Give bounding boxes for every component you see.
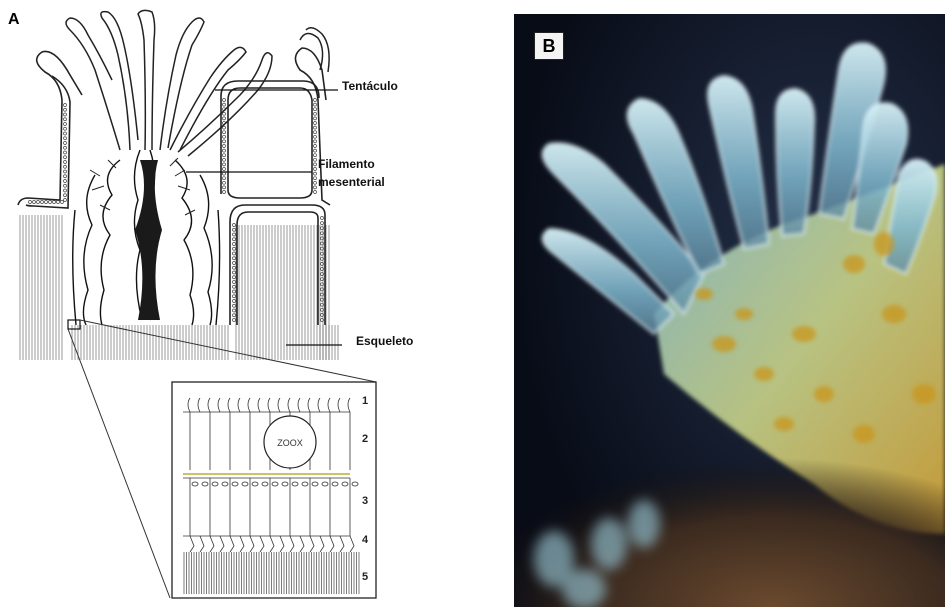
panel-b-photo: B	[514, 14, 945, 607]
zoox-label: ZOOX	[277, 438, 303, 448]
label-esqueleto: Esqueleto	[356, 334, 413, 348]
panel-a-diagram: A	[0, 0, 470, 607]
label-mesenterial: mesenterial	[318, 175, 385, 189]
layer-number-3: 3	[362, 495, 368, 507]
skeleton-hatching	[20, 215, 338, 360]
tentacles	[66, 10, 329, 156]
layer-number-4: 4	[362, 534, 369, 546]
label-filamento: Filamento	[318, 157, 375, 171]
tissue-inset: ZOOX 1 2 3 4 5	[172, 382, 376, 598]
layer-number-2: 2	[362, 433, 368, 445]
panel-b-label: B	[534, 32, 564, 60]
zoom-connector-left	[68, 329, 170, 598]
layer-number-1: 1	[362, 395, 368, 407]
pharynx-dark-core	[135, 160, 162, 320]
panel-a-label: A	[8, 11, 20, 28]
polyp-photograph	[514, 14, 945, 607]
coral-polyp-diagram: A	[0, 0, 470, 607]
label-tentaculo: Tentáculo	[342, 79, 398, 93]
layer-number-5: 5	[362, 571, 368, 583]
